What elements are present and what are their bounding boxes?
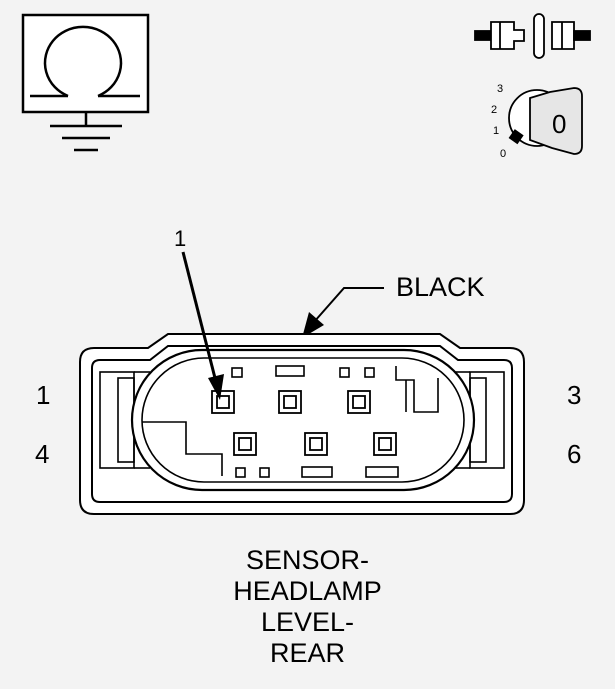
title-line-2: HEADLAMP <box>233 576 382 606</box>
ignition-pos-3: 3 <box>497 83 503 95</box>
title-line-3: LEVEL- <box>260 607 355 637</box>
pin-label-bottom-left: 4 <box>35 439 49 469</box>
ignition-key-icon <box>508 87 583 155</box>
callout-arrowhead <box>208 374 224 400</box>
ohmmeter-ground-icon <box>21 13 150 152</box>
pin-cavity-1 <box>211 390 235 414</box>
pin-cavity-3 <box>347 390 371 414</box>
pin-cavity-2 <box>278 390 302 414</box>
callout-number: 1 <box>174 226 186 251</box>
title-line-4: REAR <box>269 638 345 668</box>
callout-leader-line <box>181 251 218 383</box>
pin-label-top-right: 3 <box>567 380 581 410</box>
secondary-slots <box>231 365 399 478</box>
ignition-pos-0: 0 <box>500 148 506 160</box>
disconnected-connector-icon <box>474 13 591 59</box>
pin-cavity-4 <box>233 432 257 456</box>
color-leader-arrowhead <box>302 312 324 338</box>
title-line-1: SENSOR- <box>245 545 370 575</box>
ignition-position-labels: 3 2 1 0 <box>491 83 506 160</box>
pin-cavity-5 <box>304 432 328 456</box>
key-label: 0 <box>552 109 566 139</box>
pin-label-top-left: 1 <box>36 380 50 410</box>
pin-cavity-6 <box>373 432 397 456</box>
connector-color-label: BLACK <box>396 272 485 302</box>
ignition-pos-1: 1 <box>493 125 499 137</box>
keying-features <box>142 366 439 476</box>
pin-label-bottom-right: 6 <box>567 439 581 469</box>
ignition-pos-2: 2 <box>491 104 497 116</box>
color-leader-line <box>313 287 384 323</box>
